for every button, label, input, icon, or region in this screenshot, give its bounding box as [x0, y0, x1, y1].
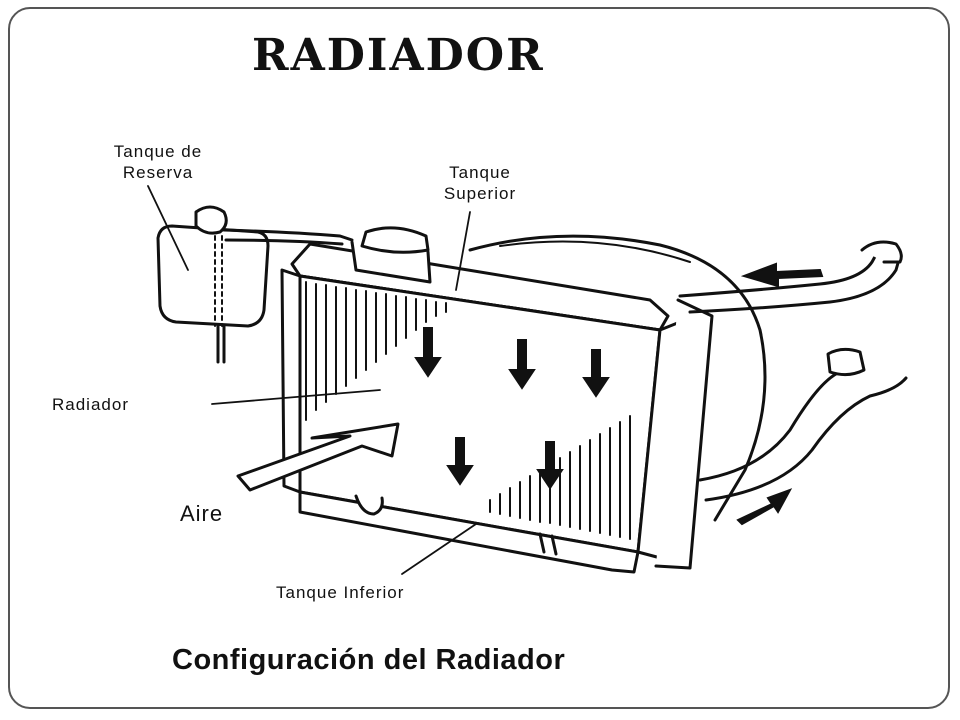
upper-hose [678, 240, 903, 314]
down-arrow-icon [508, 339, 536, 390]
label-air: Aire [180, 501, 224, 526]
leader-lower-tank [401, 523, 477, 575]
down-arrow-icon [414, 327, 442, 378]
leader-reserve-tank [147, 185, 189, 271]
label-reserve-tank-line2: Reserva [122, 163, 194, 183]
slide-title: RADIADOR [252, 30, 545, 81]
down-arrow-icon [536, 441, 564, 490]
down-arrow-icon [582, 349, 610, 398]
air-flow-arrow [236, 422, 400, 492]
lower-tank [298, 490, 640, 574]
up-right-arrow-icon [736, 488, 793, 526]
label-radiator: Radiador [52, 395, 129, 414]
left-arrow-icon [740, 262, 824, 288]
coolant-arrows [414, 262, 824, 526]
label-upper-tank-line1: Tanque [449, 163, 511, 182]
leader-radiator [211, 389, 381, 405]
label-lower-tank: Tanque Inferior [276, 583, 405, 602]
label-reserve-tank-line1: Tanque de [113, 142, 203, 161]
label-reserve-tank: Tanque de Reserva [78, 141, 238, 184]
down-arrow-icon [446, 437, 474, 486]
fan-shroud [468, 234, 767, 522]
leader-upper-tank [455, 211, 471, 291]
label-upper-tank: Tanque Superior [400, 162, 560, 205]
lower-hose [698, 347, 908, 502]
diagram-caption: Configuración del Radiador [172, 644, 566, 676]
label-upper-tank-line2: Superior [443, 184, 517, 204]
